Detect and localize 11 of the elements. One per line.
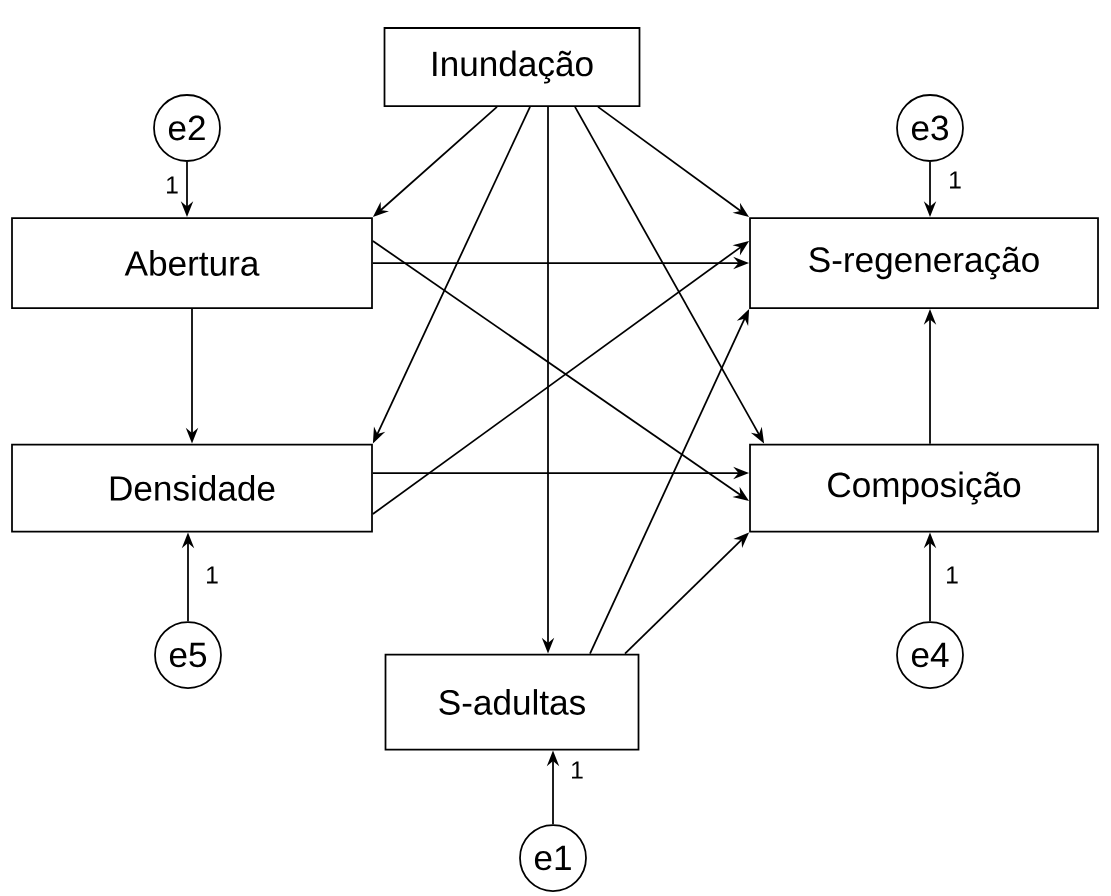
variable-box: Abertura [11,217,373,309]
variable-box: Densidade [11,443,373,533]
edge-label: 1 [572,761,583,779]
variable-box: S-adultas [384,653,640,751]
variable-box: S-regeneração [749,217,1099,309]
edge-label: 1 [167,176,178,194]
variable-box: Composição [749,443,1099,533]
edge-label: 1 [947,566,958,584]
edge-label: 1 [950,171,961,189]
edge-label: 1 [207,566,218,584]
variable-box: Inundação [383,27,641,107]
